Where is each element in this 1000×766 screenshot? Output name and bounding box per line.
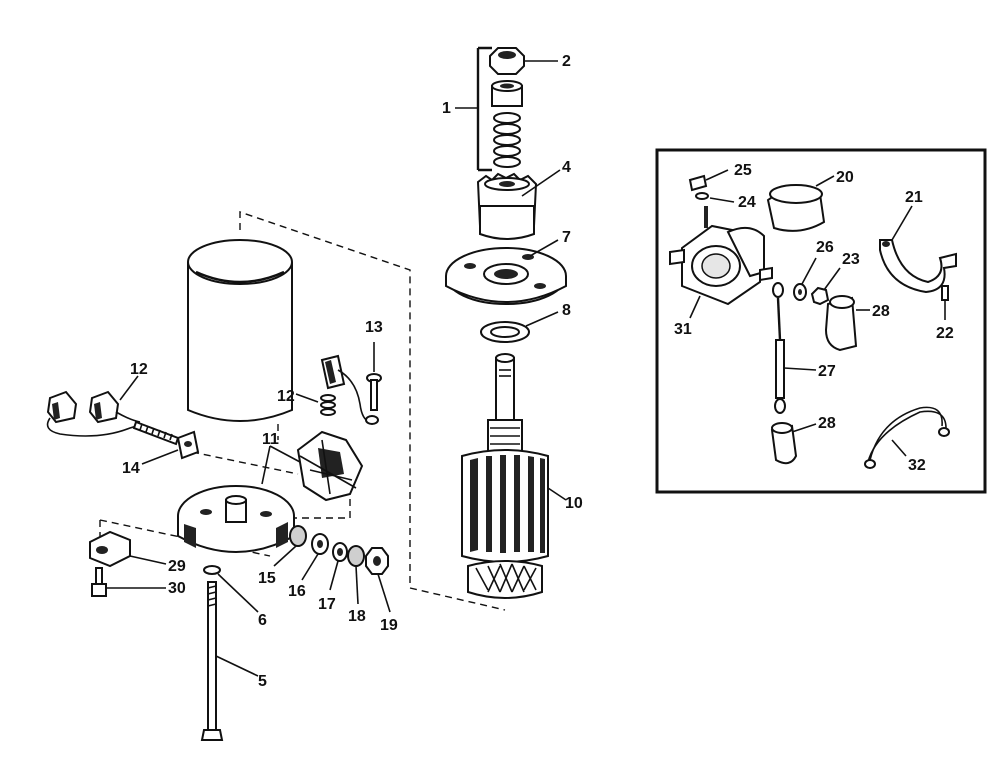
callout-11: 11 xyxy=(262,431,279,448)
part-4-pinion-gear xyxy=(476,169,561,240)
drive-assembly-bracket xyxy=(455,46,492,172)
part-30-screw xyxy=(91,567,166,597)
part-18-washer xyxy=(347,545,365,605)
callout-12-right: 12 xyxy=(277,388,295,405)
part-19-nut xyxy=(365,547,391,613)
part-2-nut xyxy=(489,47,558,75)
part-7-drive-end-frame xyxy=(445,239,567,305)
callout-6: 6 xyxy=(258,612,267,629)
part-28-boot-lower xyxy=(770,422,817,465)
callout-5: 5 xyxy=(258,673,267,690)
callout-8: 8 xyxy=(562,302,571,319)
callout-15: 15 xyxy=(258,570,276,587)
commutator-end-cap xyxy=(177,485,295,553)
callout-10: 10 xyxy=(565,495,583,512)
part-29-clamp xyxy=(89,530,167,568)
part-11-brush-holder xyxy=(261,430,364,502)
callout-labels: 2 1 4 7 8 10 13 12 12 11 14 15 16 17 18 … xyxy=(122,53,954,690)
part-21-bracket xyxy=(879,205,957,294)
part-17-lockwasher xyxy=(329,542,348,591)
callout-7: 7 xyxy=(562,229,571,246)
callout-23: 23 xyxy=(842,251,860,268)
callout-19: 19 xyxy=(380,617,398,634)
callout-21: 21 xyxy=(905,189,923,206)
callout-25: 25 xyxy=(734,162,752,179)
part-13-screw xyxy=(365,342,382,425)
callout-28-lower: 28 xyxy=(818,415,836,432)
callout-1: 1 xyxy=(442,100,451,117)
part-20-boot xyxy=(766,175,835,232)
callout-13: 13 xyxy=(365,319,383,336)
callout-4: 4 xyxy=(562,159,571,176)
part-5-through-bolt xyxy=(200,581,259,741)
callout-31: 31 xyxy=(674,321,692,338)
callout-32: 32 xyxy=(908,457,926,474)
callout-12-left: 12 xyxy=(130,361,148,378)
callout-22: 22 xyxy=(936,325,954,342)
part-16-washer xyxy=(301,533,329,581)
part-27-cable xyxy=(772,282,817,414)
callout-2: 2 xyxy=(562,53,571,70)
part-14-insulator xyxy=(141,430,200,465)
callout-20: 20 xyxy=(836,169,854,186)
callout-16: 16 xyxy=(288,583,306,600)
part-10-armature xyxy=(461,353,567,599)
part-12-brush-lead-assembly xyxy=(46,375,180,446)
part-1-spring-stack xyxy=(491,80,523,168)
callout-18: 18 xyxy=(348,608,366,625)
part-25-nut xyxy=(688,169,729,192)
callout-28-upper: 28 xyxy=(872,303,890,320)
callout-24: 24 xyxy=(738,194,756,211)
callout-26: 26 xyxy=(816,239,834,256)
part-12-brush-and-spring xyxy=(295,354,371,423)
callout-30: 30 xyxy=(168,580,186,597)
callout-29: 29 xyxy=(168,558,186,575)
part-26-washer xyxy=(793,257,817,301)
part-15-washer xyxy=(273,525,307,567)
part-24-lockwasher xyxy=(695,192,735,203)
part-32-ground-strap xyxy=(864,406,950,469)
part-8-thrust-washer xyxy=(480,311,559,343)
part-23-nut xyxy=(810,267,841,306)
field-frame-housing xyxy=(187,239,293,422)
part-6-lockwasher xyxy=(203,565,259,613)
part-22-screw xyxy=(941,285,949,320)
callout-14: 14 xyxy=(122,460,140,477)
part-31-solenoid xyxy=(669,206,773,319)
callout-17: 17 xyxy=(318,596,336,613)
assembly-dashed-guides xyxy=(99,211,506,611)
part-28-boot-upper xyxy=(824,295,870,352)
callout-27: 27 xyxy=(818,363,836,380)
